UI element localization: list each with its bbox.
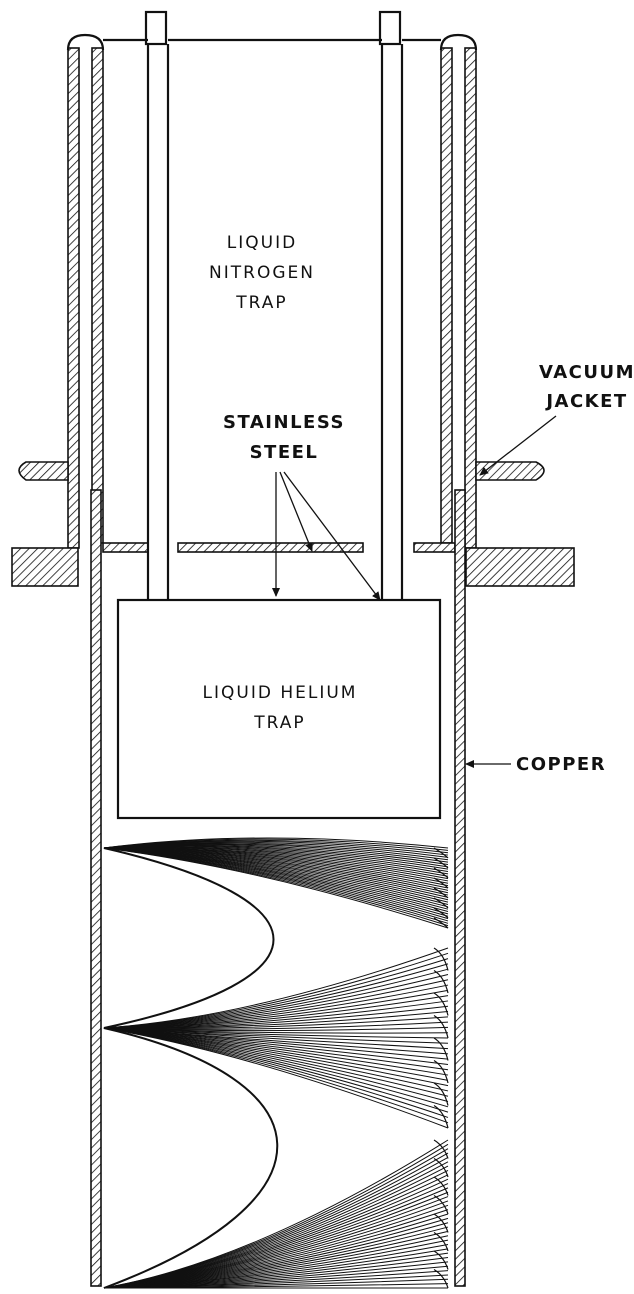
svg-text:LIQUID: LIQUID [227, 233, 297, 253]
baffle-rim-curl [433, 1139, 449, 1159]
baffle-rim-curl [433, 1059, 449, 1084]
copper-tube [90, 489, 466, 1287]
copper-label: COPPER [465, 754, 606, 775]
svg-text:TRAP: TRAP [235, 293, 287, 313]
helical-baffle [103, 837, 449, 1289]
left-flange-plate [11, 547, 79, 587]
jacket-left-lip [66, 33, 105, 51]
baffle-blade-line [103, 847, 449, 929]
svg-text:VACUUM: VACUUM [539, 362, 634, 383]
baffle-rim-curl [433, 847, 449, 859]
right-flange-plate [465, 547, 575, 587]
left-flange-lip [18, 461, 69, 481]
copper-left-wall [90, 489, 102, 1287]
right-flange-lip [475, 461, 545, 481]
svg-text:NITROGEN: NITROGEN [209, 263, 315, 283]
vacuum-jacket [66, 33, 478, 549]
helium-trap-label: LIQUID HELIUM TRAP [203, 683, 358, 733]
nitrogen-trap-bottom-right [413, 542, 456, 553]
vacuum-jacket-label: VACUUM JACKET [479, 362, 634, 476]
baffle-rim-curl [433, 877, 449, 889]
svg-text:STAINLESS: STAINLESS [223, 412, 345, 433]
baffle-rim-curl [433, 1194, 449, 1215]
stainless-steel-tubes [144, 10, 404, 600]
baffle-rim-curl [433, 947, 449, 971]
copper-right-wall [454, 489, 466, 1287]
baffle-rim-curl [433, 897, 449, 909]
baffle-blade-line [103, 958, 449, 1029]
nitrogen-trap-bottom-center [177, 542, 364, 553]
baffle-rim-curl [433, 907, 449, 919]
baffle-rim-curl [433, 1014, 449, 1039]
nitrogen-trap-bottom-left [102, 542, 149, 553]
svg-text:STEEL: STEEL [250, 442, 319, 463]
baffle-rim-curl [433, 1250, 449, 1270]
baffle-rim-curl [433, 887, 449, 899]
baffle-rim-curl [433, 1082, 449, 1106]
svg-text:TRAP: TRAP [253, 713, 305, 733]
liquid-helium-trap [116, 598, 442, 820]
baffle-rim-curl [433, 1268, 449, 1289]
baffle-blade-line [103, 1027, 449, 1129]
baffle-rim-curl [433, 992, 449, 1016]
stainless-leader-right-tube [283, 471, 381, 601]
svg-text:LIQUID HELIUM: LIQUID HELIUM [203, 683, 358, 703]
baffle-rim-curl [433, 1231, 449, 1252]
baffle-rim-curl [433, 969, 449, 994]
stainless-leader-plate [279, 471, 313, 552]
stainless-steel-label: STAINLESS STEEL [223, 412, 381, 601]
vacuum-jacket-leader [479, 415, 557, 476]
jacket-right-inner-wall [440, 47, 453, 544]
baffle-rim-curl [433, 1176, 449, 1196]
svg-text:JACKET: JACKET [544, 391, 627, 412]
baffle-rim-curl [433, 1213, 449, 1233]
baffle-rim-curl [433, 917, 449, 929]
nitrogen-trap-label: LIQUID NITROGEN TRAP [209, 233, 315, 313]
baffle-rim-curl [433, 1037, 449, 1061]
jacket-left-outer-wall [67, 47, 80, 549]
flanges [11, 461, 575, 587]
jacket-right-outer-wall [464, 47, 477, 549]
svg-text:COPPER: COPPER [516, 754, 606, 775]
jacket-right-lip [439, 33, 478, 51]
jacket-left-inner-wall [91, 47, 104, 544]
baffle-rim-curl [433, 1157, 449, 1178]
baffle-rim-curl [433, 1104, 449, 1129]
baffle-blade-line [103, 1161, 449, 1289]
baffle-spine [103, 847, 279, 1289]
baffle-rim-curl [433, 867, 449, 879]
baffle-rim-curl [433, 857, 449, 869]
